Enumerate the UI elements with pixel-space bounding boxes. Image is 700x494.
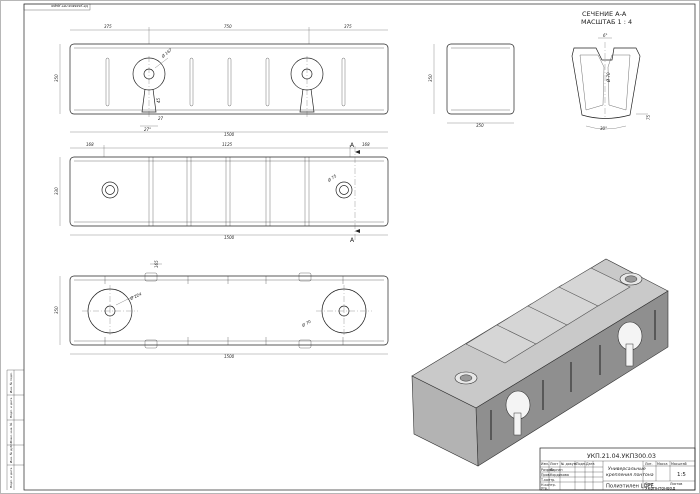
organization: Укрпнтонвод: [645, 486, 675, 492]
row-label-5: Дата: [586, 462, 595, 466]
front-slot-depth: 45: [156, 97, 161, 103]
top-view-ribs: [148, 157, 310, 226]
frame-side-label: Взам. инв. №: [9, 423, 13, 443]
front-dim-left: 375: [104, 24, 112, 29]
front-dim-center: 750: [224, 24, 232, 29]
frame-side-label: Инв. № дубл.: [9, 442, 13, 463]
section-right-dim: 75: [646, 114, 651, 120]
front-slots: [105, 57, 346, 107]
front-view-outline: [69, 43, 389, 115]
material: Полиэтилен LDPE: [606, 484, 654, 490]
scale-label: Масштаб: [671, 462, 687, 466]
row-label-2: Лист: [550, 462, 558, 466]
role-checked: Пров.: [541, 473, 551, 477]
front-hole-left: [132, 56, 166, 118]
section-bottom-angle: 30°: [600, 126, 607, 131]
scale-value: 1:5: [677, 472, 686, 478]
lit-label: Лит.: [645, 462, 653, 466]
title-line-2: крепления понтона: [606, 473, 654, 478]
bottom-view-notches: [104, 272, 344, 349]
sheet-label: Лист: [645, 482, 653, 486]
frame-side-label: Подп. и дата: [9, 397, 13, 418]
isometric-ribs: [465, 267, 631, 364]
cut-label-bottom: A: [350, 237, 355, 244]
top-dim-left: 168: [86, 142, 94, 147]
name-developer: Каргин: [550, 468, 562, 472]
front-slot-width: 27: [158, 116, 164, 121]
isometric-view: [411, 258, 669, 467]
front-hole-dia: Ø 167: [160, 47, 174, 60]
bottom-big-hole-dia: Ø 224: [128, 291, 142, 301]
row-label-4: Подп.: [576, 462, 586, 466]
top-dim-right: 168: [362, 142, 370, 147]
role-approved: Утв.: [541, 487, 548, 491]
side-view: 350 350: [428, 43, 515, 128]
row-label-3: № докум.: [561, 462, 577, 466]
doc-number: УКП.21.04.УКП300.03: [587, 453, 656, 460]
top-hole-dia: Ø 75: [326, 173, 338, 183]
row-label-1: Изм.: [541, 462, 549, 466]
role-tcontrol: Т.контр.: [540, 478, 555, 482]
name-checker: Кордикова: [550, 473, 569, 477]
section-view: СЕЧЕНИЕ А-А МАСШТАБ 1 : 4 6° Ø 70 30° 75: [571, 10, 651, 131]
bottom-small-hole-dia: Ø 70: [300, 319, 312, 329]
front-dim-right: 375: [344, 24, 352, 29]
title-line-1: Универсальные: [608, 466, 646, 472]
front-overall: 1500: [224, 132, 235, 137]
cut-label-top: A: [350, 142, 355, 149]
section-inner-dia: Ø 70: [606, 72, 611, 83]
bottom-overall: 1500: [224, 354, 235, 359]
top-left-height: 330: [54, 187, 59, 195]
bottom-left-height: 350: [54, 306, 59, 314]
top-dim-center: 1125: [222, 142, 233, 147]
sheets-label: Листов: [670, 482, 682, 486]
top-view: 168 1125 168 330 Ø 75 1500 A A: [54, 142, 389, 244]
bottom-top-dim: 165: [154, 260, 159, 268]
corner-note: Не указана нет дыра: [51, 4, 88, 8]
section-scale: МАСШТАБ 1 : 4: [581, 18, 632, 26]
front-view: 375 750 375 Ø 167 45 27 27°: [54, 24, 389, 137]
front-hole-right: [290, 56, 324, 118]
title-block: УКП.21.04.УКП300.03 Изм. Лист № докум. П…: [539, 447, 696, 492]
role-developer: Разраб.: [541, 468, 554, 472]
bottom-view: Ø 224 Ø 70 165 350 1500: [54, 260, 389, 359]
isometric-slots: [490, 310, 656, 440]
mass-label: Масса: [657, 462, 668, 466]
section-title: СЕЧЕНИЕ А-А: [582, 10, 627, 18]
side-height: 350: [428, 74, 433, 82]
section-profile: [571, 47, 641, 119]
side-width: 350: [476, 123, 484, 128]
frame-side-label: Подп. и дата: [9, 467, 13, 488]
top-overall: 1500: [224, 235, 235, 240]
frame-side-label: Инв. № подл.: [9, 372, 13, 393]
section-top-angle: 6°: [603, 33, 608, 38]
role-ncontrol: Н.контр.: [541, 483, 556, 487]
front-height: 350: [54, 74, 59, 82]
front-slot-angle: 27°: [144, 127, 151, 132]
